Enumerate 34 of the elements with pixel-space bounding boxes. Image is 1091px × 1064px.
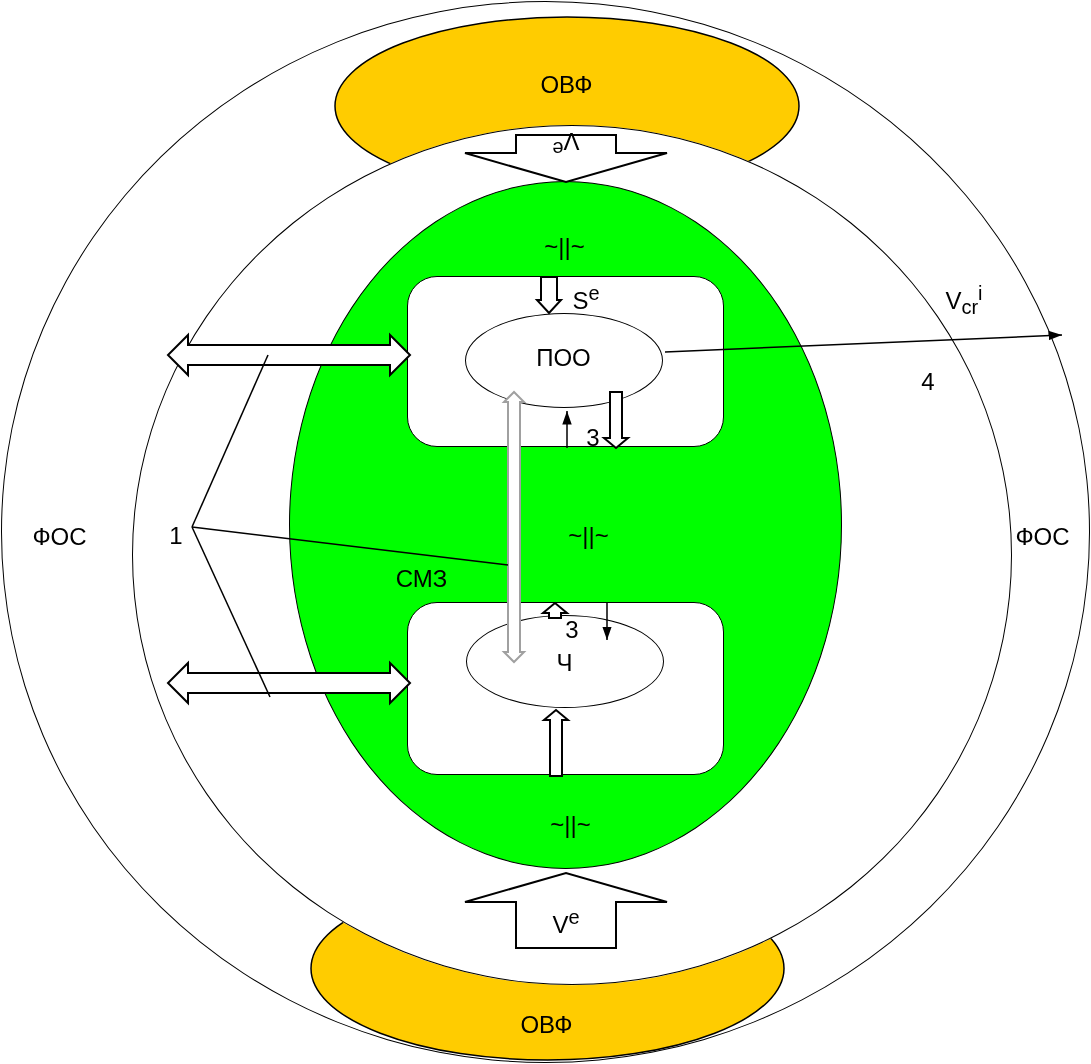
block-arrow xyxy=(540,601,570,619)
leader-line xyxy=(191,526,509,566)
rounded-box xyxy=(406,275,724,447)
double-block-arrow xyxy=(166,332,412,378)
callout-number: 3 xyxy=(586,426,600,450)
callout-number: 1 xyxy=(164,519,188,553)
callout-number: 3 xyxy=(565,618,579,642)
edge-label: S$^{e}$ xyxy=(572,283,600,313)
arrow xyxy=(664,330,1063,353)
node-label: Ч xyxy=(556,650,573,675)
double-block-arrow xyxy=(166,660,412,706)
block-arrow xyxy=(534,276,564,315)
region-label: ~||~ xyxy=(544,234,585,259)
leader-line xyxy=(191,354,269,528)
region-label: ~||~ xyxy=(550,812,591,837)
region-label: ОВФ xyxy=(540,72,593,97)
region-label: ФОС xyxy=(1015,524,1070,549)
block-arrow xyxy=(541,708,571,777)
region-label: ~||~ xyxy=(568,523,609,548)
block-arrow xyxy=(464,134,668,184)
edge-label: V$^{e}$ xyxy=(552,907,580,937)
region-label: ОВФ xyxy=(520,1012,573,1037)
node-label: ПОО xyxy=(536,345,591,370)
region-label: ФОС xyxy=(32,524,87,549)
rounded-box xyxy=(406,601,724,775)
callout-number: 4 xyxy=(921,370,935,394)
block-arrow xyxy=(601,391,631,450)
arrow xyxy=(602,602,612,641)
leader-line xyxy=(191,526,271,698)
region-label: СМЗ xyxy=(395,566,448,591)
arrow xyxy=(562,410,572,449)
circle-region xyxy=(131,124,1012,985)
block-arrow xyxy=(464,871,668,949)
double-block-arrow xyxy=(501,390,527,664)
